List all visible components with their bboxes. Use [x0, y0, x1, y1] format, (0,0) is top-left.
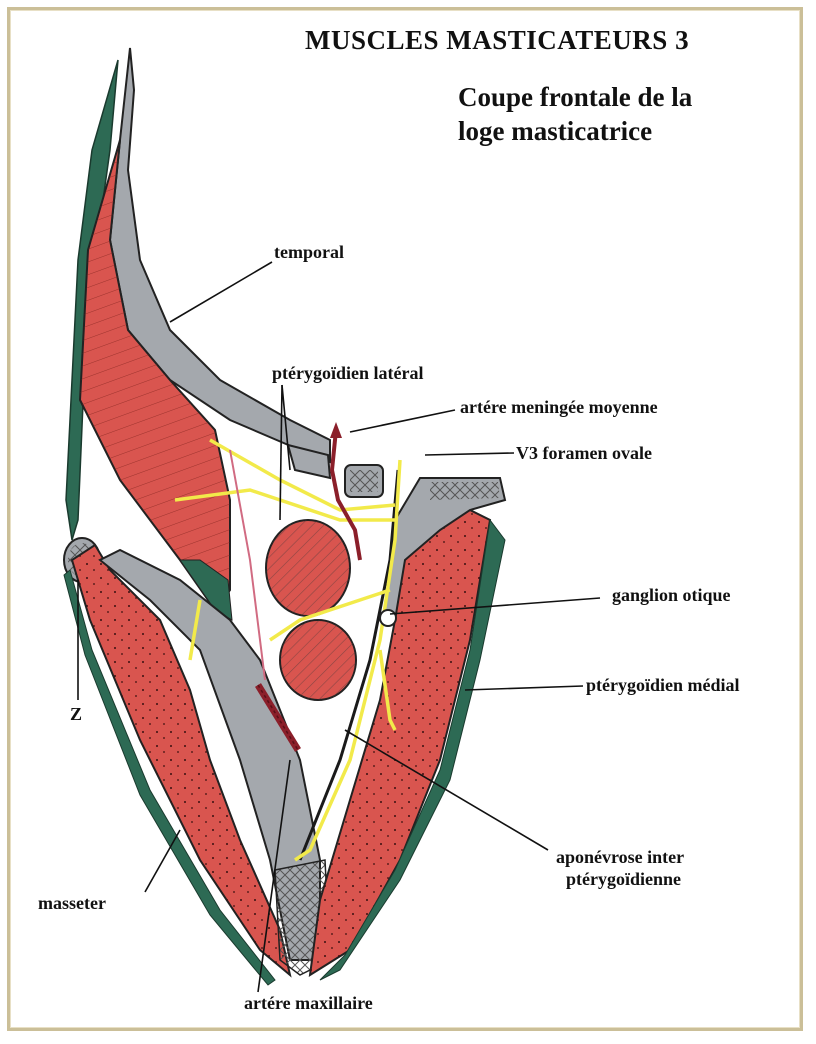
subtitle-line-1: Coupe frontale de la: [458, 82, 693, 112]
label-artere-meningee: artére meningée moyenne: [460, 397, 658, 417]
page-subtitle: Coupe frontale de la loge masticatrice: [458, 80, 778, 148]
label-artere-maxillaire: artére maxillaire: [244, 993, 373, 1013]
label-pterygoidien-lateral: ptérygoïdien latéral: [272, 363, 424, 383]
middle-meningeal-artery: [329, 422, 362, 561]
medial-pterygoid-muscle: [308, 498, 506, 981]
skull-base: [286, 443, 384, 498]
label-temporal: temporal: [274, 242, 344, 262]
label-aponevrose-line-1: aponévrose inter: [556, 847, 685, 867]
interpterygoid-aponeurosis: [298, 469, 400, 861]
subtitle-line-2: loge masticatrice: [458, 116, 653, 146]
label-v3-foramen: V3 foramen ovale: [516, 443, 652, 463]
label-pterygoidien-medial: ptérygoïdien médial: [586, 675, 740, 695]
otic-ganglion: [379, 609, 397, 627]
label-masseter: masseter: [38, 893, 106, 913]
label-aponevrose-line-2: ptérygoïdienne: [566, 869, 681, 889]
lateral-pterygoid-muscle: [265, 519, 357, 701]
masseter-muscle: [63, 543, 292, 986]
mandibular-nerve-branches: [174, 438, 402, 862]
label-z: Z: [70, 704, 83, 724]
page-title: MUSCLES MASTICATEURS 3: [305, 25, 690, 55]
label-ganglion-otique: ganglion otique: [612, 585, 731, 605]
leader-lines: [77, 261, 601, 993]
maxillary-artery: [229, 449, 301, 752]
temporal-muscle: [78, 139, 233, 621]
